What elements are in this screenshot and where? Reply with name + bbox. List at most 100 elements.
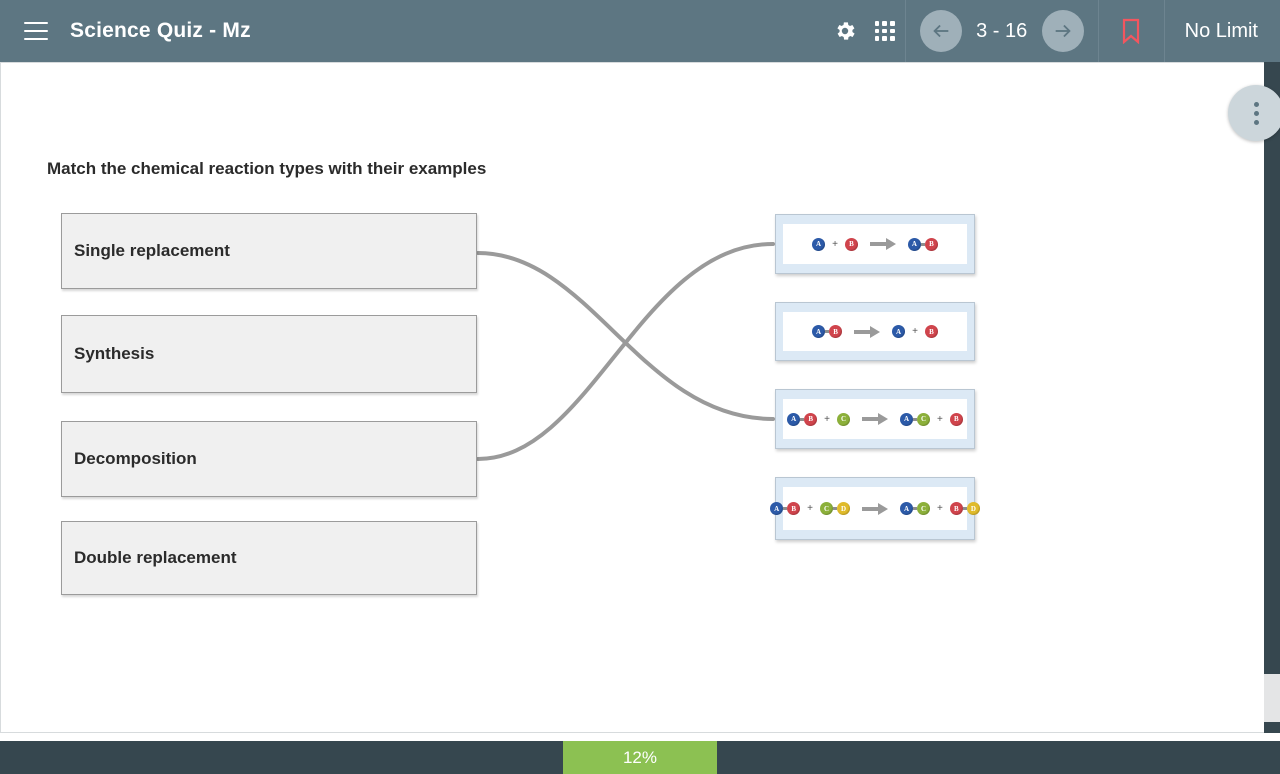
previous-page-button[interactable] xyxy=(919,10,962,52)
kebab-menu-button[interactable] xyxy=(1228,85,1280,141)
kebab-dot xyxy=(1253,110,1259,116)
top-app-bar: Science Quiz - Mz xyxy=(0,0,1280,62)
atom-d: D xyxy=(966,502,980,515)
plus-sign: + xyxy=(824,413,830,425)
bond-line xyxy=(825,330,830,333)
reaction-arrow-icon xyxy=(862,412,888,426)
molecule: B xyxy=(844,237,858,251)
settings-button[interactable] xyxy=(825,0,865,62)
atom-b: B xyxy=(829,325,843,338)
reaction-arrow-icon xyxy=(854,325,881,339)
time-limit-label: No Limit xyxy=(1184,19,1258,42)
gear-icon xyxy=(837,22,855,40)
atom-a: A xyxy=(900,502,913,515)
atom-a: A xyxy=(787,412,801,426)
atom-c: C xyxy=(820,502,833,515)
connector-line xyxy=(476,242,775,461)
atom-b: B xyxy=(924,237,938,251)
atom-a: A xyxy=(892,325,906,338)
apps-grid-button[interactable] xyxy=(865,0,905,62)
atom-c: C xyxy=(837,412,850,426)
progress-fill: 12% xyxy=(563,741,717,774)
term-box[interactable]: Decomposition xyxy=(61,421,477,497)
bookmark-button[interactable] xyxy=(1099,0,1165,62)
atom-b: B xyxy=(949,412,963,426)
plus-sign: + xyxy=(937,413,943,425)
term-box[interactable]: Single replacement xyxy=(61,213,477,289)
atom-c: C xyxy=(917,502,930,515)
kebab-dot xyxy=(1253,101,1259,107)
molecule: A xyxy=(812,237,826,251)
progress-bar: 12% xyxy=(0,741,1280,774)
atom-a: A xyxy=(812,325,826,338)
term-label: Decomposition xyxy=(74,449,197,468)
bookmark-icon xyxy=(1123,18,1140,44)
page-navigation: 3 - 16 xyxy=(904,0,1099,62)
reaction-arrow-icon xyxy=(862,502,888,516)
term-label: Synthesis xyxy=(74,344,155,363)
page-indicator: 3 - 16 xyxy=(976,19,1028,42)
plus-sign: + xyxy=(937,503,943,514)
bond-line xyxy=(783,507,788,510)
bond-line xyxy=(920,242,925,246)
arrow-left-icon xyxy=(932,24,948,38)
progress-label: 12% xyxy=(622,747,657,767)
molecule: C xyxy=(837,412,850,426)
atom-b: B xyxy=(924,325,938,338)
atom-a: A xyxy=(900,412,913,426)
next-page-button[interactable] xyxy=(1041,10,1084,52)
kebab-dot xyxy=(1253,119,1259,125)
question-canvas: Match the chemical reaction types with t… xyxy=(0,62,1264,741)
arrow-right-icon xyxy=(1055,24,1071,38)
atom-a: A xyxy=(812,237,826,251)
connector-line xyxy=(476,251,775,421)
term-box[interactable]: Synthesis xyxy=(61,315,477,393)
atom-a: A xyxy=(907,237,921,251)
hamburger-icon[interactable] xyxy=(24,22,48,40)
question-prompt: Match the chemical reaction types with t… xyxy=(47,159,487,178)
canvas-bottom-divider xyxy=(0,732,1264,733)
atom-b: B xyxy=(844,237,858,251)
atom-a: A xyxy=(770,502,784,515)
bond-line xyxy=(800,417,805,421)
scrollbar-thumb[interactable] xyxy=(1264,674,1280,722)
bond-line xyxy=(913,507,917,510)
term-label: Single replacement xyxy=(74,241,230,260)
grid-icon xyxy=(874,21,895,41)
term-box[interactable]: Double replacement xyxy=(61,521,477,595)
molecule: B xyxy=(949,412,963,426)
atom-b: B xyxy=(804,412,818,426)
term-label: Double replacement xyxy=(74,548,237,567)
page-title: Science Quiz - Mz xyxy=(70,19,251,42)
bond-line xyxy=(833,507,837,510)
reaction-arrow-icon xyxy=(869,237,896,251)
plus-sign: + xyxy=(912,326,918,337)
molecule: A xyxy=(892,325,906,338)
plus-sign: + xyxy=(807,503,813,514)
bond-line xyxy=(962,507,967,510)
atom-d: D xyxy=(837,502,850,515)
top-bar-actions: 3 - 16 No Limit xyxy=(825,0,1280,62)
vertical-scrollbar[interactable] xyxy=(1264,62,1280,774)
molecule: B xyxy=(924,325,938,338)
bond-line xyxy=(913,417,917,421)
